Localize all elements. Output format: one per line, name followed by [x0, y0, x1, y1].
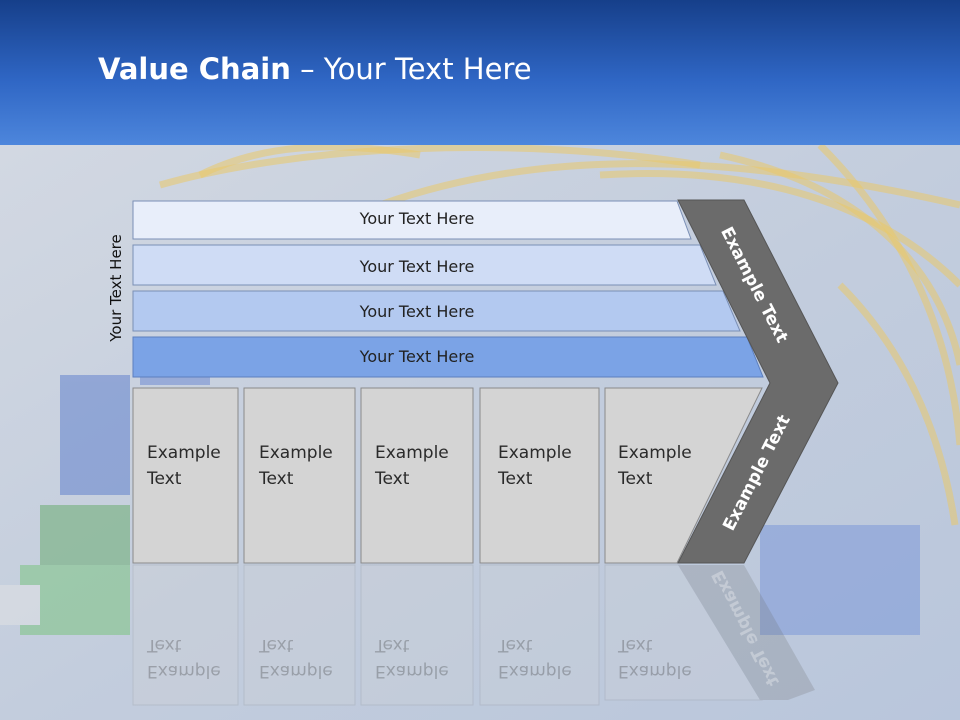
activity-box-3: [360, 387, 474, 564]
activity-5-text: Example Text: [618, 443, 692, 489]
margin-chevron: [677, 199, 839, 564]
activity-box-1: [132, 387, 239, 564]
activity-box-4: [479, 387, 600, 564]
activity-4-reflection: Example Text: [498, 635, 572, 681]
title-rest: – Your Text Here: [290, 52, 532, 86]
banner-2: [132, 244, 717, 286]
banner-3-text: Your Text Here: [359, 302, 475, 321]
activity-2-text: Example Text: [259, 443, 333, 489]
activity-3-text: Example Text: [375, 443, 449, 489]
banner-1-text: Your Text Here: [359, 209, 475, 228]
activity-box-5: [604, 387, 763, 564]
activity-1-text: Example Text: [147, 443, 221, 489]
side-label: Your Text Here: [107, 234, 125, 342]
title-bold: Value Chain: [98, 52, 291, 86]
diagram-reflection: [132, 564, 815, 706]
activity-2-reflection: Example Text: [259, 635, 333, 681]
slide-title: Value Chain – Your Text Here: [98, 52, 532, 86]
activity-3-reflection: Example Text: [375, 635, 449, 681]
banner-4-text: Your Text Here: [359, 347, 475, 366]
header-bar: Value Chain – Your Text Here: [0, 0, 960, 145]
banner-4: [132, 336, 764, 378]
banner-3: [132, 290, 741, 332]
banner-2-text: Your Text Here: [359, 257, 475, 276]
banner-1: [132, 200, 692, 240]
activity-4-text: Example Text: [498, 443, 572, 489]
activity-box-2: [243, 387, 356, 564]
activity-5-reflection: Example Text: [618, 635, 692, 681]
activity-1-reflection: Example Text: [147, 635, 221, 681]
